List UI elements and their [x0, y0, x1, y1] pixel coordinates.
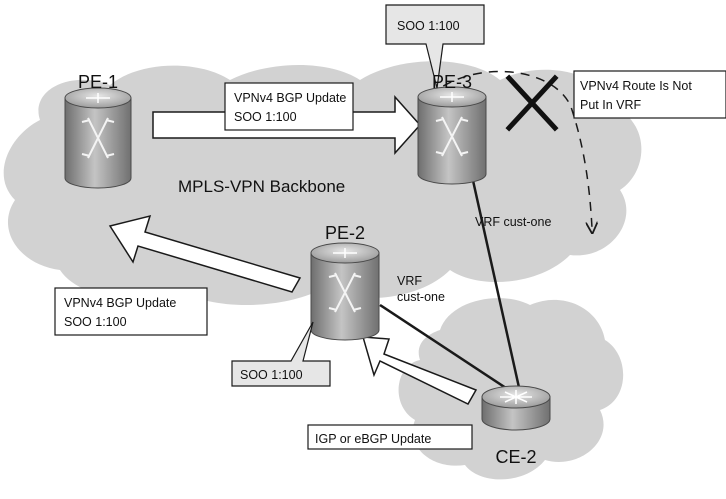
callout-soo-pe3	[385, 4, 485, 89]
callout-soo-pe2	[231, 321, 331, 387]
router-pe2-icon	[310, 242, 380, 341]
soo-pe3-text: SOO 1:100	[397, 19, 460, 33]
router-pe3-icon	[417, 86, 487, 185]
ce-update-text: IGP or eBGP Update	[315, 432, 431, 446]
link-pe2-ce2	[379, 303, 513, 394]
update-pe2-pe1-line2: SOO 1:100	[64, 315, 127, 329]
update-pe2-pe1-line1: VPNv4 BGP Update	[64, 296, 176, 310]
not-in-vrf-line2: Put In VRF	[580, 98, 641, 112]
label-box-update-pe2-pe1	[54, 287, 208, 336]
update-pe1-pe3-line2: SOO 1:100	[234, 110, 297, 124]
arrow-pe2-to-pe1	[108, 214, 302, 293]
router-ce2-icon	[481, 385, 551, 431]
update-pe1-pe3-line1: VPNv4 BGP Update	[234, 91, 346, 105]
label-box-update-pe1-pe3	[224, 82, 354, 131]
pe2-vrf-label-line2: cust-one	[397, 290, 445, 304]
route-rejected-x-icon	[505, 74, 559, 132]
arrow-ce2-to-pe2	[361, 336, 478, 405]
router-pe1-name: PE-1	[78, 72, 118, 92]
pe2-vrf-label-line1: VRF	[397, 274, 422, 288]
router-ce2-name: CE-2	[495, 447, 536, 467]
label-box-not-in-vrf	[573, 70, 726, 119]
router-pe1-icon	[64, 87, 132, 189]
not-in-vrf-line1: VPNv4 Route Is Not	[580, 79, 692, 93]
router-pe3-name: PE-3	[432, 72, 472, 92]
backbone-label: MPLS-VPN Backbone	[178, 177, 345, 196]
pe3-vrf-label: VRF cust-one	[475, 215, 551, 229]
link-pe3-ce2	[466, 157, 522, 393]
label-box-ce-update	[307, 424, 473, 450]
dashed-route-arc	[429, 70, 592, 228]
router-pe2-name: PE-2	[325, 223, 365, 243]
soo-pe2-text: SOO 1:100	[240, 368, 303, 382]
